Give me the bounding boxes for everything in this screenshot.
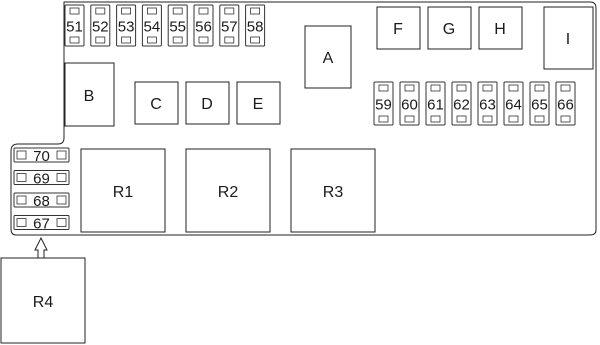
fuse-label: 58 bbox=[247, 19, 264, 36]
block-a: A bbox=[304, 25, 352, 89]
fuse-label: 67 bbox=[33, 216, 50, 233]
relay-r2-label: R2 bbox=[218, 184, 239, 201]
relay-r3-label: R3 bbox=[323, 184, 344, 201]
fuse-label: 69 bbox=[33, 171, 50, 188]
fuse-57: 57 bbox=[219, 4, 240, 47]
fuse-label: 70 bbox=[33, 148, 50, 165]
block-d-label: D bbox=[201, 96, 213, 113]
block-c: C bbox=[134, 81, 179, 125]
fuse-56: 56 bbox=[193, 4, 214, 47]
block-d: D bbox=[185, 81, 230, 125]
left-fuse-stack: 70 69 68 67 bbox=[13, 147, 70, 233]
fuse-59: 59 bbox=[373, 81, 394, 126]
right-fuse-row: 59 60 61 62 63 64 65 66 bbox=[373, 81, 576, 126]
fuse-67: 67 bbox=[13, 215, 70, 233]
fuse-69: 69 bbox=[13, 170, 70, 188]
block-i-label: I bbox=[566, 31, 570, 48]
fuse-52: 52 bbox=[90, 4, 111, 47]
fuse-label: 66 bbox=[557, 97, 574, 114]
relay-r2: R2 bbox=[185, 148, 271, 233]
fuse-label: 62 bbox=[453, 97, 470, 114]
block-b: B bbox=[64, 62, 115, 127]
relay-r4-label: R4 bbox=[33, 294, 54, 311]
block-f-label: F bbox=[393, 21, 403, 38]
relay-r1: R1 bbox=[80, 148, 166, 233]
fuse-65: 65 bbox=[529, 81, 550, 126]
relay-r1-label: R1 bbox=[113, 184, 134, 201]
block-g: G bbox=[427, 6, 472, 50]
fuse-label: 51 bbox=[66, 19, 83, 36]
block-c-label: C bbox=[150, 96, 162, 113]
block-b-label: B bbox=[84, 88, 95, 105]
fuse-label: 63 bbox=[479, 97, 496, 114]
block-e-label: E bbox=[253, 96, 264, 113]
fuse-label: 64 bbox=[505, 97, 522, 114]
fuse-label: 68 bbox=[33, 193, 50, 210]
fuse-53: 53 bbox=[116, 4, 137, 47]
fuse-label: 60 bbox=[401, 97, 418, 114]
fuse-70: 70 bbox=[13, 147, 70, 165]
fuse-58: 58 bbox=[245, 4, 266, 47]
fuse-label: 54 bbox=[144, 19, 161, 36]
block-h: H bbox=[478, 6, 523, 50]
block-f: F bbox=[376, 6, 421, 50]
block-g-label: G bbox=[443, 21, 455, 38]
fuse-label: 57 bbox=[221, 19, 238, 36]
fuse-61: 61 bbox=[425, 81, 446, 126]
fuse-55: 55 bbox=[167, 4, 188, 47]
block-e: E bbox=[236, 81, 281, 125]
fuse-label: 59 bbox=[375, 97, 392, 114]
relay-r3: R3 bbox=[290, 148, 376, 233]
fuse-label: 52 bbox=[92, 19, 109, 36]
relay-r4: R4 bbox=[0, 257, 86, 344]
fuse-51: 51 bbox=[64, 4, 85, 47]
fuse-62: 62 bbox=[451, 81, 472, 126]
fuse-label: 61 bbox=[427, 97, 444, 114]
fuse-64: 64 bbox=[503, 81, 524, 126]
block-a-label: A bbox=[323, 50, 334, 67]
fuse-68: 68 bbox=[13, 192, 70, 210]
block-i: I bbox=[543, 6, 594, 70]
fuse-63: 63 bbox=[477, 81, 498, 126]
fuse-54: 54 bbox=[141, 4, 162, 47]
fuse-label: 55 bbox=[169, 19, 186, 36]
fuse-60: 60 bbox=[399, 81, 420, 126]
fuse-label: 65 bbox=[531, 97, 548, 114]
fuse-label: 56 bbox=[195, 19, 212, 36]
block-h-label: H bbox=[494, 21, 506, 38]
fuse-label: 53 bbox=[118, 19, 135, 36]
fuse-66: 66 bbox=[555, 81, 576, 126]
top-fuse-row: 51 52 53 54 55 56 57 58 bbox=[64, 4, 266, 47]
